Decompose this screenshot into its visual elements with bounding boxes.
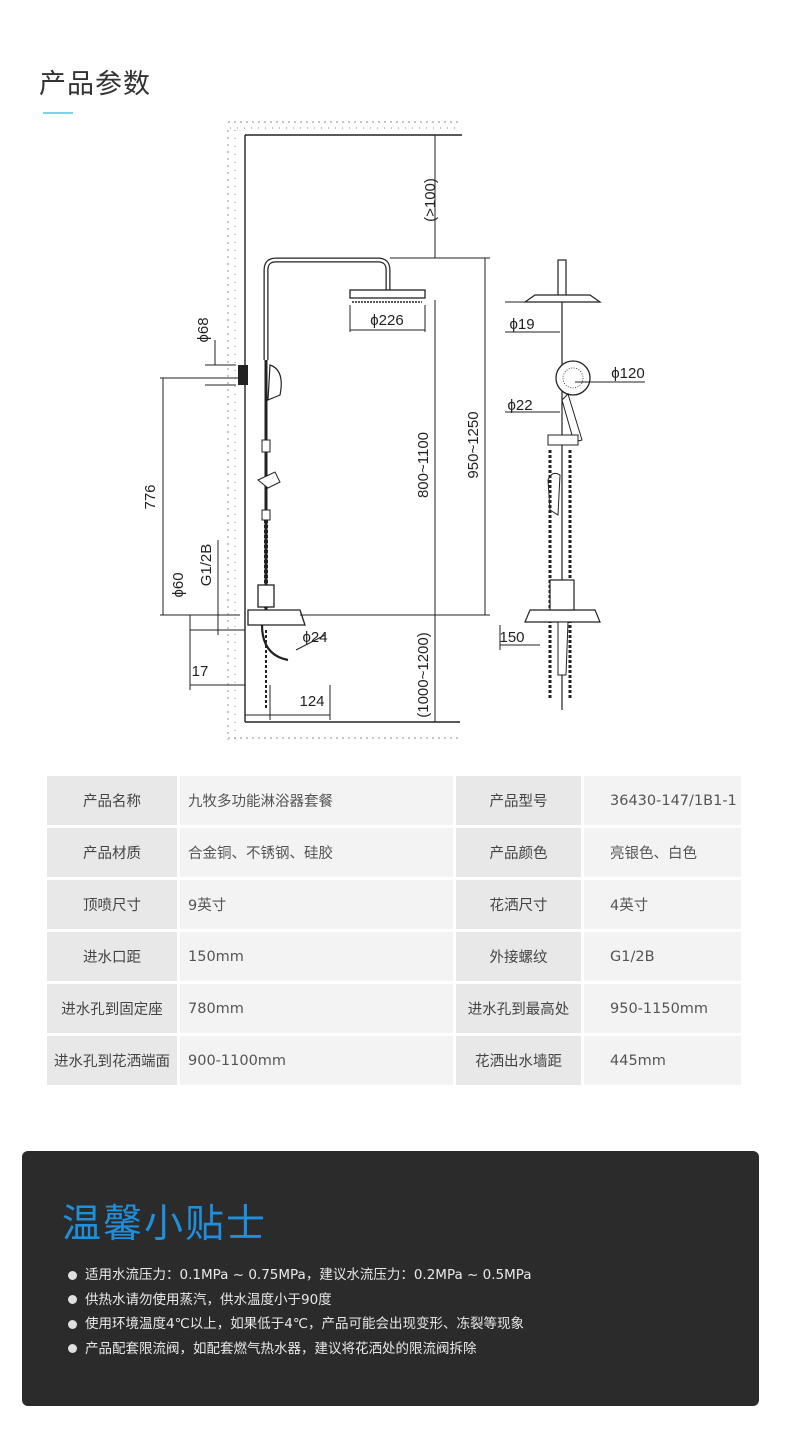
spec-label: 进水孔到固定座 (47, 984, 177, 1033)
spec-row: 产品材质合金铜、不锈钢、硅胶产品颜色亮银色、白色 (47, 828, 744, 877)
dim-spout-diameter: ϕ24 (302, 629, 327, 646)
dim-head-diameter: ϕ226 (370, 312, 403, 329)
spec-value: 950-1150mm (584, 984, 741, 1033)
tip-item: 适用水流压力：0.1MPa ~ 0.75MPa，建议水流压力：0.2MPa ~ … (68, 1263, 532, 1288)
bullet-icon (68, 1344, 77, 1354)
spec-label: 花洒出水墙距 (456, 1036, 581, 1085)
bullet-icon (68, 1319, 77, 1329)
dim-top-clearance: (>100) (422, 178, 439, 222)
spec-label: 进水口距 (47, 932, 177, 981)
dim-thread: G1/2B (198, 544, 215, 587)
spec-value: G1/2B (584, 932, 741, 981)
technical-drawing: (>100) ϕ226 950~1250 800~1100 776 ϕ68 ϕ6… (142, 121, 645, 740)
dim-floor-height: (1000~1200) (415, 632, 432, 718)
wall-hatch (227, 130, 236, 740)
side-view (499, 259, 645, 710)
dim-rail-diameter: ϕ22 (507, 397, 532, 414)
dim-wall-offset: 17 (192, 663, 209, 680)
spec-value: 900-1100mm (180, 1036, 453, 1085)
spec-label: 产品颜色 (456, 828, 581, 877)
bullet-icon (68, 1270, 77, 1280)
spec-value: 合金铜、不锈钢、硅胶 (180, 828, 453, 877)
dim-inlet-diameter: ϕ60 (170, 572, 187, 597)
tip-item: 产品配套限流阀，如配套燃气热水器，建议将花洒处的限流阀拆除 (68, 1337, 532, 1362)
tip-item: 供热水请勿使用蒸汽，供水温度小于90度 (68, 1288, 532, 1313)
dim-inlet-spacing: 150 (499, 629, 524, 646)
dim-inlet-to-seat: 776 (142, 484, 159, 509)
spec-value: 亮银色、白色 (584, 828, 741, 877)
bullet-icon (68, 1295, 77, 1305)
spec-value: 780mm (180, 984, 453, 1033)
spec-label: 进水孔到最高处 (456, 984, 581, 1033)
spec-label: 产品名称 (47, 776, 177, 825)
spec-label: 产品材质 (47, 828, 177, 877)
ceiling-hatch (228, 121, 460, 129)
spec-value: 9英寸 (180, 880, 453, 929)
dim-hand-shower-diameter: ϕ120 (611, 365, 644, 382)
spec-label: 产品型号 (456, 776, 581, 825)
spec-label: 花洒尺寸 (456, 880, 581, 929)
dim-seat-diameter: ϕ68 (195, 317, 212, 342)
tips-panel: 温馨小贴士 适用水流压力：0.1MPa ~ 0.75MPa，建议水流压力：0.2… (22, 1151, 759, 1406)
spec-value: 150mm (180, 932, 453, 981)
tips-list: 适用水流压力：0.1MPa ~ 0.75MPa，建议水流压力：0.2MPa ~ … (68, 1263, 532, 1361)
spec-value: 36430-147/1B1-1 (584, 776, 741, 825)
tips-title: 温馨小贴士 (62, 1202, 268, 1247)
dim-arm-height: 950~1250 (465, 411, 482, 478)
spec-value: 4英寸 (584, 880, 741, 929)
spec-label: 外接螺纹 (456, 932, 581, 981)
dim-pipe-diameter: ϕ19 (509, 316, 534, 333)
spec-value: 九牧多功能淋浴器套餐 (180, 776, 453, 825)
dim-spout-length: 124 (299, 693, 324, 710)
spec-label: 顶喷尺寸 (47, 880, 177, 929)
dim-head-to-inlet: 800~1100 (415, 432, 432, 498)
spec-value: 445mm (584, 1036, 741, 1085)
spec-label: 进水孔到花洒端面 (47, 1036, 177, 1085)
tip-item: 使用环境温度4℃以上，如果低于4℃，产品可能会出现变形、冻裂等现象 (68, 1312, 532, 1337)
page-title: 产品参数 (39, 69, 151, 100)
title-underline (43, 112, 73, 114)
